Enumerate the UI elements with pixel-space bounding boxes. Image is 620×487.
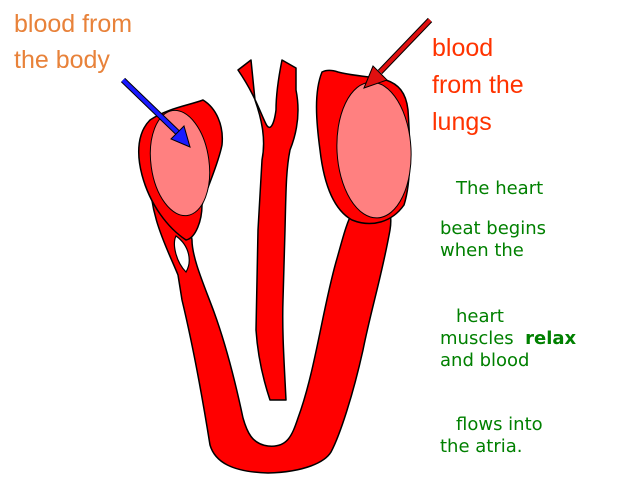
label-lungs-line: blood (432, 30, 524, 67)
label-lungs-line: from the (432, 67, 524, 104)
label-blood-from-body: blood from the body (14, 6, 132, 78)
description-line: flows into (456, 414, 543, 436)
label-blood-from-lungs: blood from the lungs (432, 30, 524, 141)
central-vessel (238, 60, 298, 400)
description-muscles-line: muscles relax (440, 328, 576, 350)
arrow-blood-from-lungs (364, 20, 430, 88)
description-relax-word: relax (525, 328, 576, 349)
description-line: beat begins (440, 218, 546, 240)
label-lungs-line: lungs (432, 104, 524, 141)
description-line: the atria. (440, 436, 523, 458)
description-line: when the (440, 240, 524, 262)
label-body-line: blood from (14, 6, 132, 42)
description-line: The heart (456, 178, 543, 200)
label-body-line: the body (14, 42, 132, 78)
description-line: and blood (440, 350, 529, 372)
description-muscles-word: muscles (440, 328, 514, 349)
description-line: heart (456, 306, 504, 328)
